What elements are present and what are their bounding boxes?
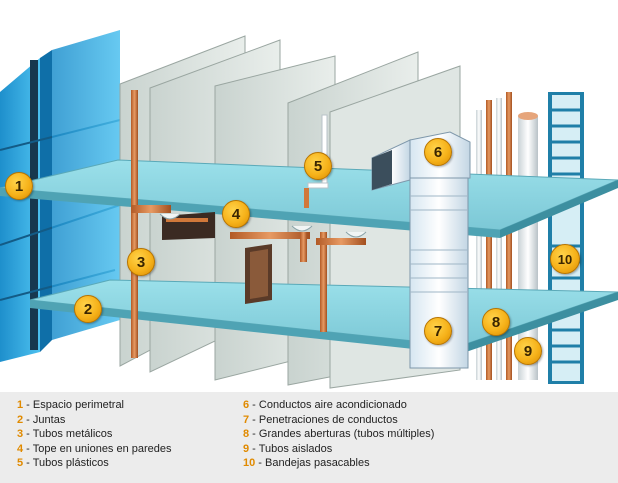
legend-separator: - (23, 457, 33, 470)
marker-6: 6 (424, 138, 452, 166)
legend-number: 5 (17, 457, 24, 470)
legend-item: 7 - Penetraciones de conductos (243, 413, 434, 428)
legend-text: Penetraciones de conductos (258, 413, 398, 426)
legend-separator: - (23, 428, 33, 441)
legend-item: 1 - Espacio perimetral (17, 398, 172, 413)
legend-number: 7 (243, 413, 250, 426)
marker-1: 1 (5, 172, 33, 200)
legend-text: Bandejas pasacables (265, 457, 370, 470)
legend-item: 4 - Tope en uniones en paredes (17, 442, 172, 457)
wall-openings (162, 212, 272, 304)
marker-4: 4 (222, 200, 250, 228)
marker-2: 2 (74, 295, 102, 323)
legend-item: 8 - Grandes aberturas (tubos múltiples) (243, 427, 434, 442)
building-cutaway-illustration: 1 2 3 4 5 6 7 8 9 10 (0, 30, 618, 389)
marker-7: 7 (424, 317, 452, 345)
legend-number: 9 (243, 442, 250, 455)
marker-5: 5 (304, 152, 332, 180)
metal-pipes (131, 90, 366, 358)
cable-tray (548, 92, 584, 384)
legend-item: 3 - Tubos metálicos (17, 427, 172, 442)
legend-text: Tope en uniones en paredes (32, 442, 172, 455)
legend-separator: - (249, 442, 259, 455)
plastic-pipes (304, 114, 329, 208)
legend-column-left: 1 - Espacio perimetral 2 - Juntas 3 - Tu… (17, 398, 172, 471)
legend-item: 6 - Conductos aire acondicionado (243, 398, 434, 413)
legend-number: 10 (243, 457, 256, 470)
legend-item: 5 - Tubos plásticos (17, 456, 172, 471)
legend-item: 10 - Bandejas pasacables (243, 456, 434, 471)
legend-number: 3 (17, 428, 24, 441)
legend-text: Conductos aire acondicionado (258, 399, 407, 411)
legend-text: Tubos plásticos (32, 457, 109, 470)
legend-panel: 1 - Espacio perimetral 2 - Juntas 3 - Tu… (0, 392, 618, 483)
marker-8: 8 (482, 308, 510, 336)
legend-text: Tubos aislados (258, 442, 333, 455)
legend-item: 2 - Juntas (17, 413, 172, 428)
marker-10: 10 (550, 244, 580, 274)
legend-text: Grandes aberturas (tubos múltiples) (258, 428, 435, 441)
marker-9: 9 (514, 337, 542, 365)
cutaway-drawing (0, 30, 618, 389)
legend-number: 8 (243, 428, 250, 441)
legend-number: 6 (243, 399, 250, 411)
legend-text: Tubos metálicos (32, 428, 113, 441)
legend-text: Juntas (32, 413, 66, 426)
legend-text: Espacio perimetral (32, 399, 124, 411)
legend-number: 1 (17, 399, 24, 411)
legend-number: 4 (17, 442, 24, 455)
marker-3: 3 (127, 248, 155, 276)
legend-number: 2 (17, 413, 24, 426)
legend-separator: - (23, 442, 33, 455)
legend-separator: - (249, 428, 259, 441)
legend-item: 9 - Tubos aislados (243, 442, 434, 457)
legend-separator: - (23, 413, 33, 426)
legend-separator: - (249, 413, 259, 426)
legend-column-right: 6 - Conductos aire acondicionado 7 - Pen… (243, 398, 434, 471)
legend-separator: - (249, 399, 259, 411)
legend-separator: - (255, 457, 266, 470)
legend-separator: - (23, 399, 33, 411)
